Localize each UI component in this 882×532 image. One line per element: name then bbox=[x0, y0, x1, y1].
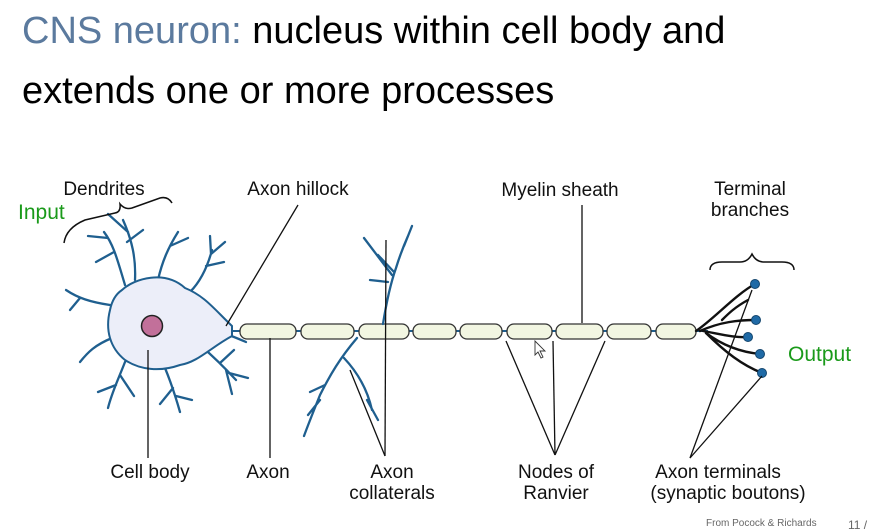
myelin-segment bbox=[412, 323, 457, 340]
label-myelin-sheath: Myelin sheath bbox=[501, 180, 618, 201]
page-number: 11 / bbox=[848, 518, 868, 532]
label-branches: branches bbox=[711, 200, 789, 221]
label-axon: Axon bbox=[246, 462, 289, 483]
image-credit: From Pocock & Richards bbox=[706, 518, 817, 529]
myelin-segment bbox=[300, 323, 355, 340]
label-synaptic-boutons: (synaptic boutons) bbox=[650, 483, 805, 504]
myelin-segment bbox=[358, 323, 410, 340]
synaptic-boutons bbox=[743, 279, 767, 378]
label-terminal: Terminal bbox=[714, 179, 786, 200]
label-ranvier: Ranvier bbox=[523, 483, 589, 504]
slide-title: CNS neuron: nucleus within cell body and bbox=[22, 12, 725, 50]
label-nodes-of: Nodes of bbox=[518, 462, 595, 483]
bouton bbox=[751, 315, 761, 325]
myelin-segment bbox=[655, 323, 697, 340]
nucleus bbox=[140, 314, 164, 338]
cell-body bbox=[107, 276, 233, 371]
label-input: Input bbox=[18, 201, 65, 224]
label-dendrites: Dendrites bbox=[63, 179, 144, 200]
bouton bbox=[750, 279, 760, 289]
myelin-segment bbox=[506, 323, 553, 340]
label-axon-collaterals-1: Axon bbox=[370, 462, 413, 483]
label-axon-hillock: Axon hillock bbox=[247, 179, 349, 200]
label-cell-body: Cell body bbox=[110, 462, 190, 483]
bouton bbox=[755, 349, 765, 359]
terminal-bracket bbox=[709, 252, 795, 271]
myelin-segment bbox=[239, 323, 297, 340]
bouton bbox=[743, 332, 753, 342]
label-axon-collaterals-2: collaterals bbox=[349, 483, 435, 504]
myelin-segment bbox=[606, 323, 652, 340]
leader-lines bbox=[147, 204, 763, 459]
title-rest: nucleus within cell body and bbox=[241, 10, 726, 52]
mouse-pointer-icon bbox=[534, 339, 547, 359]
label-axon-terminals: Axon terminals bbox=[655, 462, 781, 483]
slide-title-line-2: extends one or more processes bbox=[22, 70, 555, 112]
label-output: Output bbox=[788, 343, 851, 366]
myelin-segment bbox=[459, 323, 503, 340]
bouton bbox=[757, 368, 767, 378]
terminal-branches bbox=[694, 282, 764, 375]
title-accent: CNS neuron: bbox=[22, 10, 242, 52]
myelin-segment bbox=[555, 323, 604, 340]
dendrites-bracket bbox=[63, 196, 173, 244]
myelin-segments bbox=[239, 323, 697, 340]
